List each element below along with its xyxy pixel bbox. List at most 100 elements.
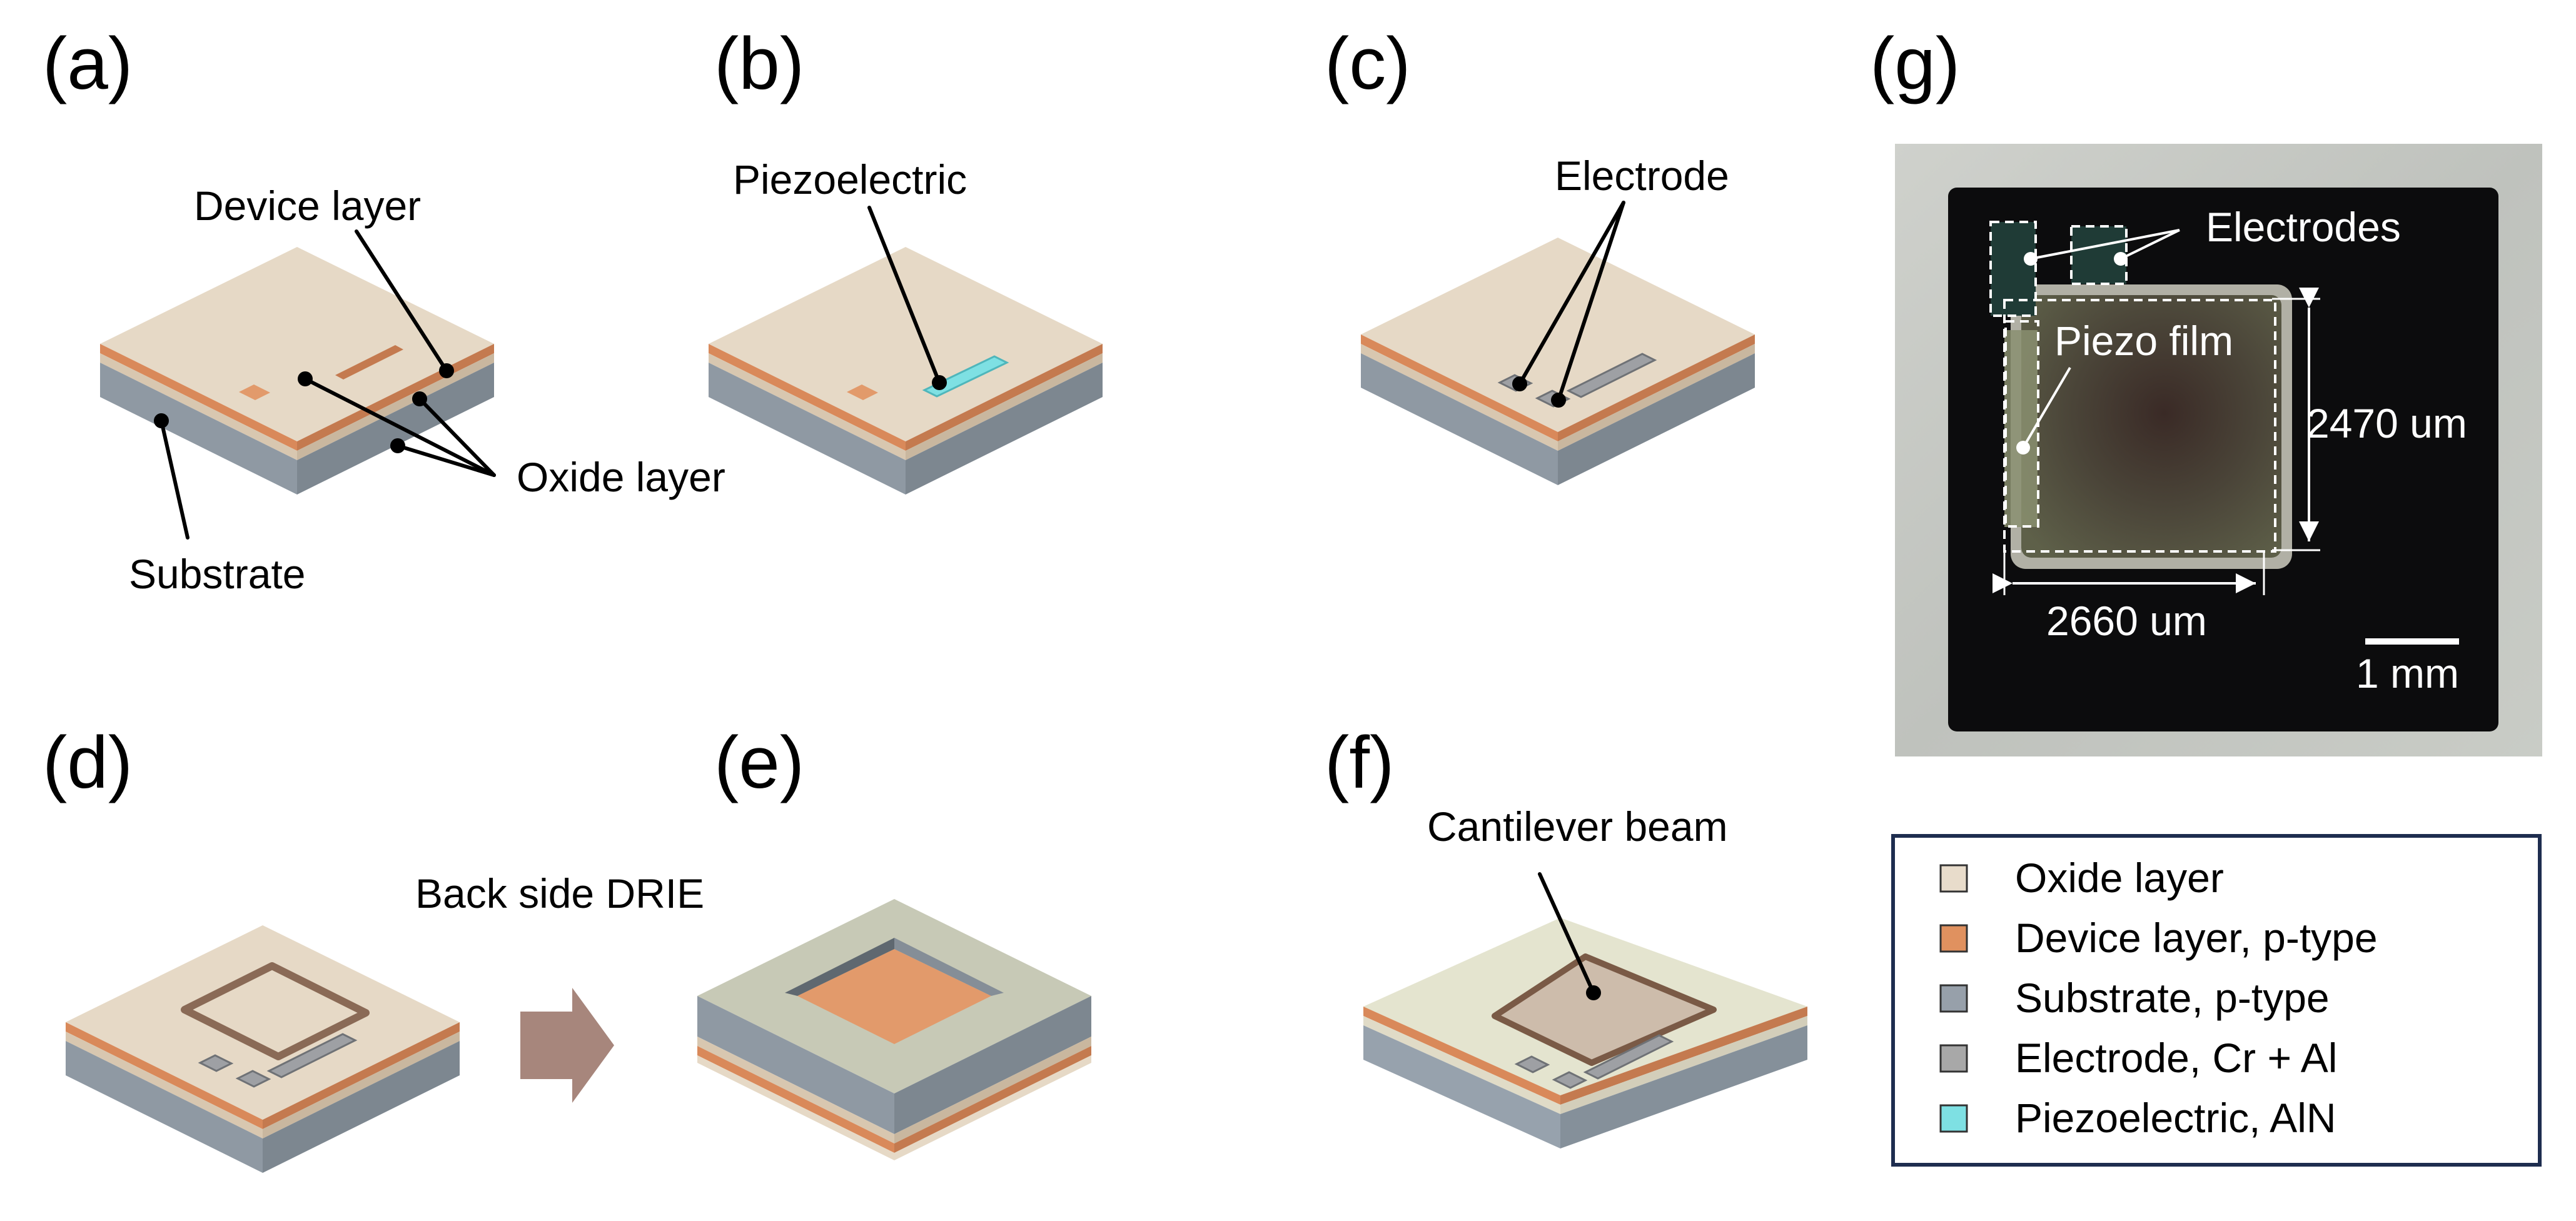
electrode-pad-2 [1552, 1071, 1588, 1089]
electrode-pad-1 [1514, 1055, 1550, 1073]
electrodes-label: Electrodes [2206, 204, 2401, 250]
buried-oxide-left [697, 1037, 894, 1143]
legend-label: Oxide layer [2015, 855, 2224, 901]
device-layer-right [1558, 334, 1755, 441]
substrate-left [1361, 353, 1558, 485]
device-window-slot [335, 345, 403, 379]
legend-frame [1891, 834, 2542, 1167]
cavity-wall-right [894, 938, 1004, 996]
device-layer-right [906, 344, 1103, 451]
width-dim-label: 2660 um [2046, 598, 2207, 644]
device-layer-right [1560, 1007, 1807, 1105]
wafer-stack-a [100, 247, 494, 495]
electrode-trace [266, 1033, 358, 1078]
device-layer-dot [439, 363, 454, 378]
scale-label: 1 mm [2356, 650, 2459, 696]
panel-d: (d) Back side DRIE [43, 721, 704, 1173]
substrate-label: Substrate [129, 551, 306, 597]
piezo-film-leader [2022, 366, 2071, 449]
device-layer-left [1363, 1007, 1560, 1105]
oxide-dot-3 [390, 438, 405, 453]
legend-label: Piezoelectric, AlN [2015, 1095, 2336, 1141]
substrate-right [1560, 1025, 1807, 1148]
oxide-leader-1 [303, 377, 496, 477]
panel-f-label: (f) [1325, 721, 1394, 804]
panel-b-label: (b) [714, 23, 804, 105]
legend-swatch-oxide [1939, 864, 1968, 893]
substrate-dot [154, 413, 169, 428]
oxide-dot-2 [412, 391, 427, 406]
device-layer-leader [355, 229, 448, 373]
buried-oxide-left [709, 353, 906, 460]
substrate-right [263, 1041, 460, 1173]
substrate-left [697, 996, 894, 1134]
buried-oxide-left [100, 353, 297, 460]
buried-oxide-right [894, 1037, 1091, 1143]
cantilever-trench [181, 962, 370, 1060]
panel-c-label: (c) [1325, 23, 1411, 105]
legend-item: Device layer, p-type [1939, 915, 2378, 961]
device-layer-left [100, 344, 297, 451]
back-side-drie-label: Back side DRIE [415, 870, 704, 917]
panel-c: (c) Electrode [1325, 23, 1755, 485]
substrate-right [906, 363, 1103, 495]
device-layer-left [1361, 334, 1558, 441]
panel-f: (f) Cantilever beam [1325, 721, 1807, 1148]
panel-a: (a) Device layer Oxide layer Substrate [43, 23, 725, 597]
device-layer-left [709, 344, 906, 451]
panel-e-label: (e) [714, 721, 804, 804]
legend: Oxide layer Device layer, p-type Substra… [1891, 834, 2542, 1167]
electrode-leader-1 [1518, 201, 1625, 386]
oxide-leader-2 [418, 397, 496, 477]
panel-g: (g) Electrodes Piezo film 2470 um [1870, 23, 2542, 756]
electrode-dot-1 [1512, 376, 1527, 391]
electrode-dot-2 [1551, 393, 1566, 408]
device-layer-left [697, 1046, 894, 1153]
oxide-layer-label: Oxide layer [517, 454, 725, 500]
device-photo: Electrodes Piezo film 2470 um 2660 um 1 … [1895, 144, 2542, 756]
buried-oxide-right [906, 353, 1103, 460]
wafer-stack-e [697, 899, 1091, 1160]
electrode-strip [2004, 330, 2038, 527]
cavity-wall-left [785, 938, 894, 996]
piezoelectric-leader [867, 206, 941, 384]
electrode-trace [1583, 1034, 1674, 1080]
buried-oxide-right [297, 353, 494, 460]
electrode-label: Electrode [1555, 153, 1729, 199]
cantilever-beam [1492, 953, 1717, 1066]
buried-oxide-left [66, 1032, 263, 1138]
legend-label: Device layer, p-type [2015, 915, 2378, 961]
buried-oxide-right [1558, 344, 1755, 451]
oxide-top-surface [1361, 238, 1755, 432]
legend-label: Electrode, Cr + Al [2015, 1035, 2337, 1081]
oxide-leader-3 [396, 444, 496, 477]
cantilever-label: Cantilever beam [1427, 803, 1728, 850]
panel-d-label: (d) [43, 721, 133, 804]
oxide-top-surface [66, 925, 460, 1120]
panel-b: (b) Piezoelectric [709, 23, 1103, 495]
height-dim-label: 2470 um [2306, 400, 2467, 446]
electrode-box-1 [1989, 221, 2037, 317]
device-window-small [847, 384, 878, 400]
device-layer-label: Device layer [194, 183, 421, 229]
electrode-leader-2 [1557, 201, 1625, 402]
panel-g-label: (g) [1870, 23, 1960, 105]
electrode-pad-1 [198, 1054, 234, 1072]
substrate-right [1558, 353, 1755, 485]
cantilever-dot [1586, 985, 1601, 1000]
cavity-floor [797, 949, 991, 1044]
oxide-dot-1 [298, 371, 313, 386]
piezoelectric-label: Piezoelectric [733, 156, 967, 203]
legend-swatch-device [1939, 924, 1968, 953]
device-window-small [239, 384, 270, 400]
legend-item: Oxide layer [1939, 855, 2224, 901]
piezoelectric-dot [932, 375, 947, 390]
panel-a-label: (a) [43, 23, 133, 105]
legend-item: Substrate, p-type [1939, 975, 2330, 1021]
substrate-left [709, 363, 906, 495]
device-layer-right [263, 1022, 460, 1129]
legend-swatch-electrode [1939, 1044, 1968, 1073]
device-layer-left [66, 1022, 263, 1129]
piezo-membrane [2021, 295, 2281, 558]
